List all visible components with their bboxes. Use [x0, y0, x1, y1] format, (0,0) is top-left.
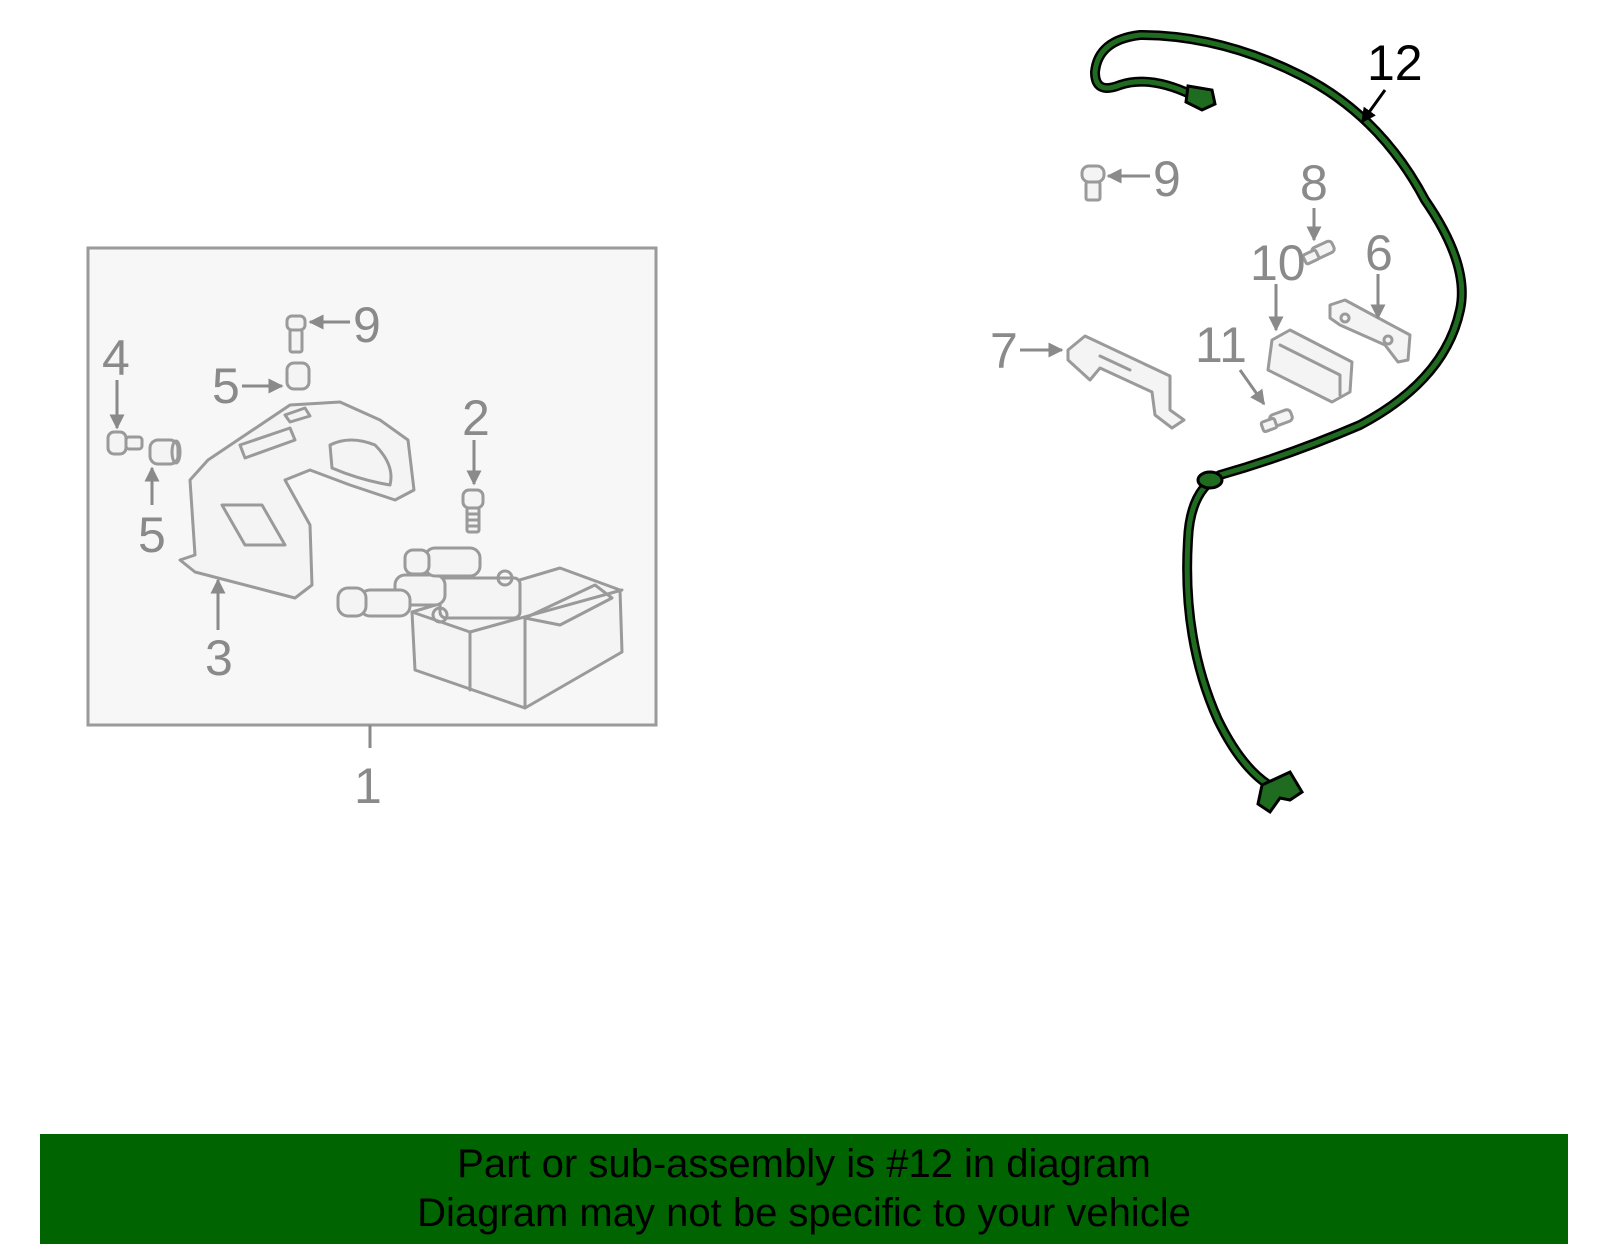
callout-7: 7 — [990, 323, 1018, 379]
callout-11: 11 — [1195, 317, 1247, 373]
screw-part-8 — [1301, 239, 1336, 266]
callout-10: 10 — [1250, 235, 1306, 291]
modulator-unit — [336, 546, 624, 710]
leader-line-11 — [1238, 369, 1266, 406]
bolt-part-9-left — [285, 314, 307, 354]
callout-8: 8 — [1300, 155, 1328, 211]
grommet-part-5b — [285, 361, 311, 391]
bracket-part-6 — [1328, 298, 1412, 364]
callout-9-left: 9 — [353, 297, 381, 353]
banner-line-1: Part or sub-assembly is #12 in diagram — [457, 1142, 1151, 1186]
callout-2: 2 — [462, 390, 490, 446]
leader-line-12 — [1360, 89, 1387, 124]
bolt-part-9-right — [1080, 164, 1106, 202]
callout-9-right: 9 — [1153, 151, 1181, 207]
info-banner: Part or sub-assembly is #12 in diagram D… — [40, 1134, 1568, 1244]
wire-harness-part-12 — [1090, 30, 1467, 815]
screw-part-11 — [1259, 408, 1294, 434]
callout-4: 4 — [102, 330, 130, 386]
bracket-part-10 — [1266, 328, 1354, 404]
bracket-part-7 — [1066, 334, 1186, 430]
callout-5-lower: 5 — [138, 507, 166, 563]
grommet-part-5a — [148, 438, 182, 466]
callout-3: 3 — [205, 630, 233, 686]
banner-line-2: Diagram may not be specific to your vehi… — [417, 1191, 1191, 1235]
bracket-part-3 — [178, 400, 416, 600]
stud-part-2 — [461, 488, 485, 534]
callout-6: 6 — [1365, 225, 1393, 281]
callout-12: 12 — [1367, 35, 1423, 91]
callout-1: 1 — [354, 758, 382, 814]
bolt-part-4 — [106, 430, 144, 456]
callout-5-upper: 5 — [212, 358, 240, 414]
